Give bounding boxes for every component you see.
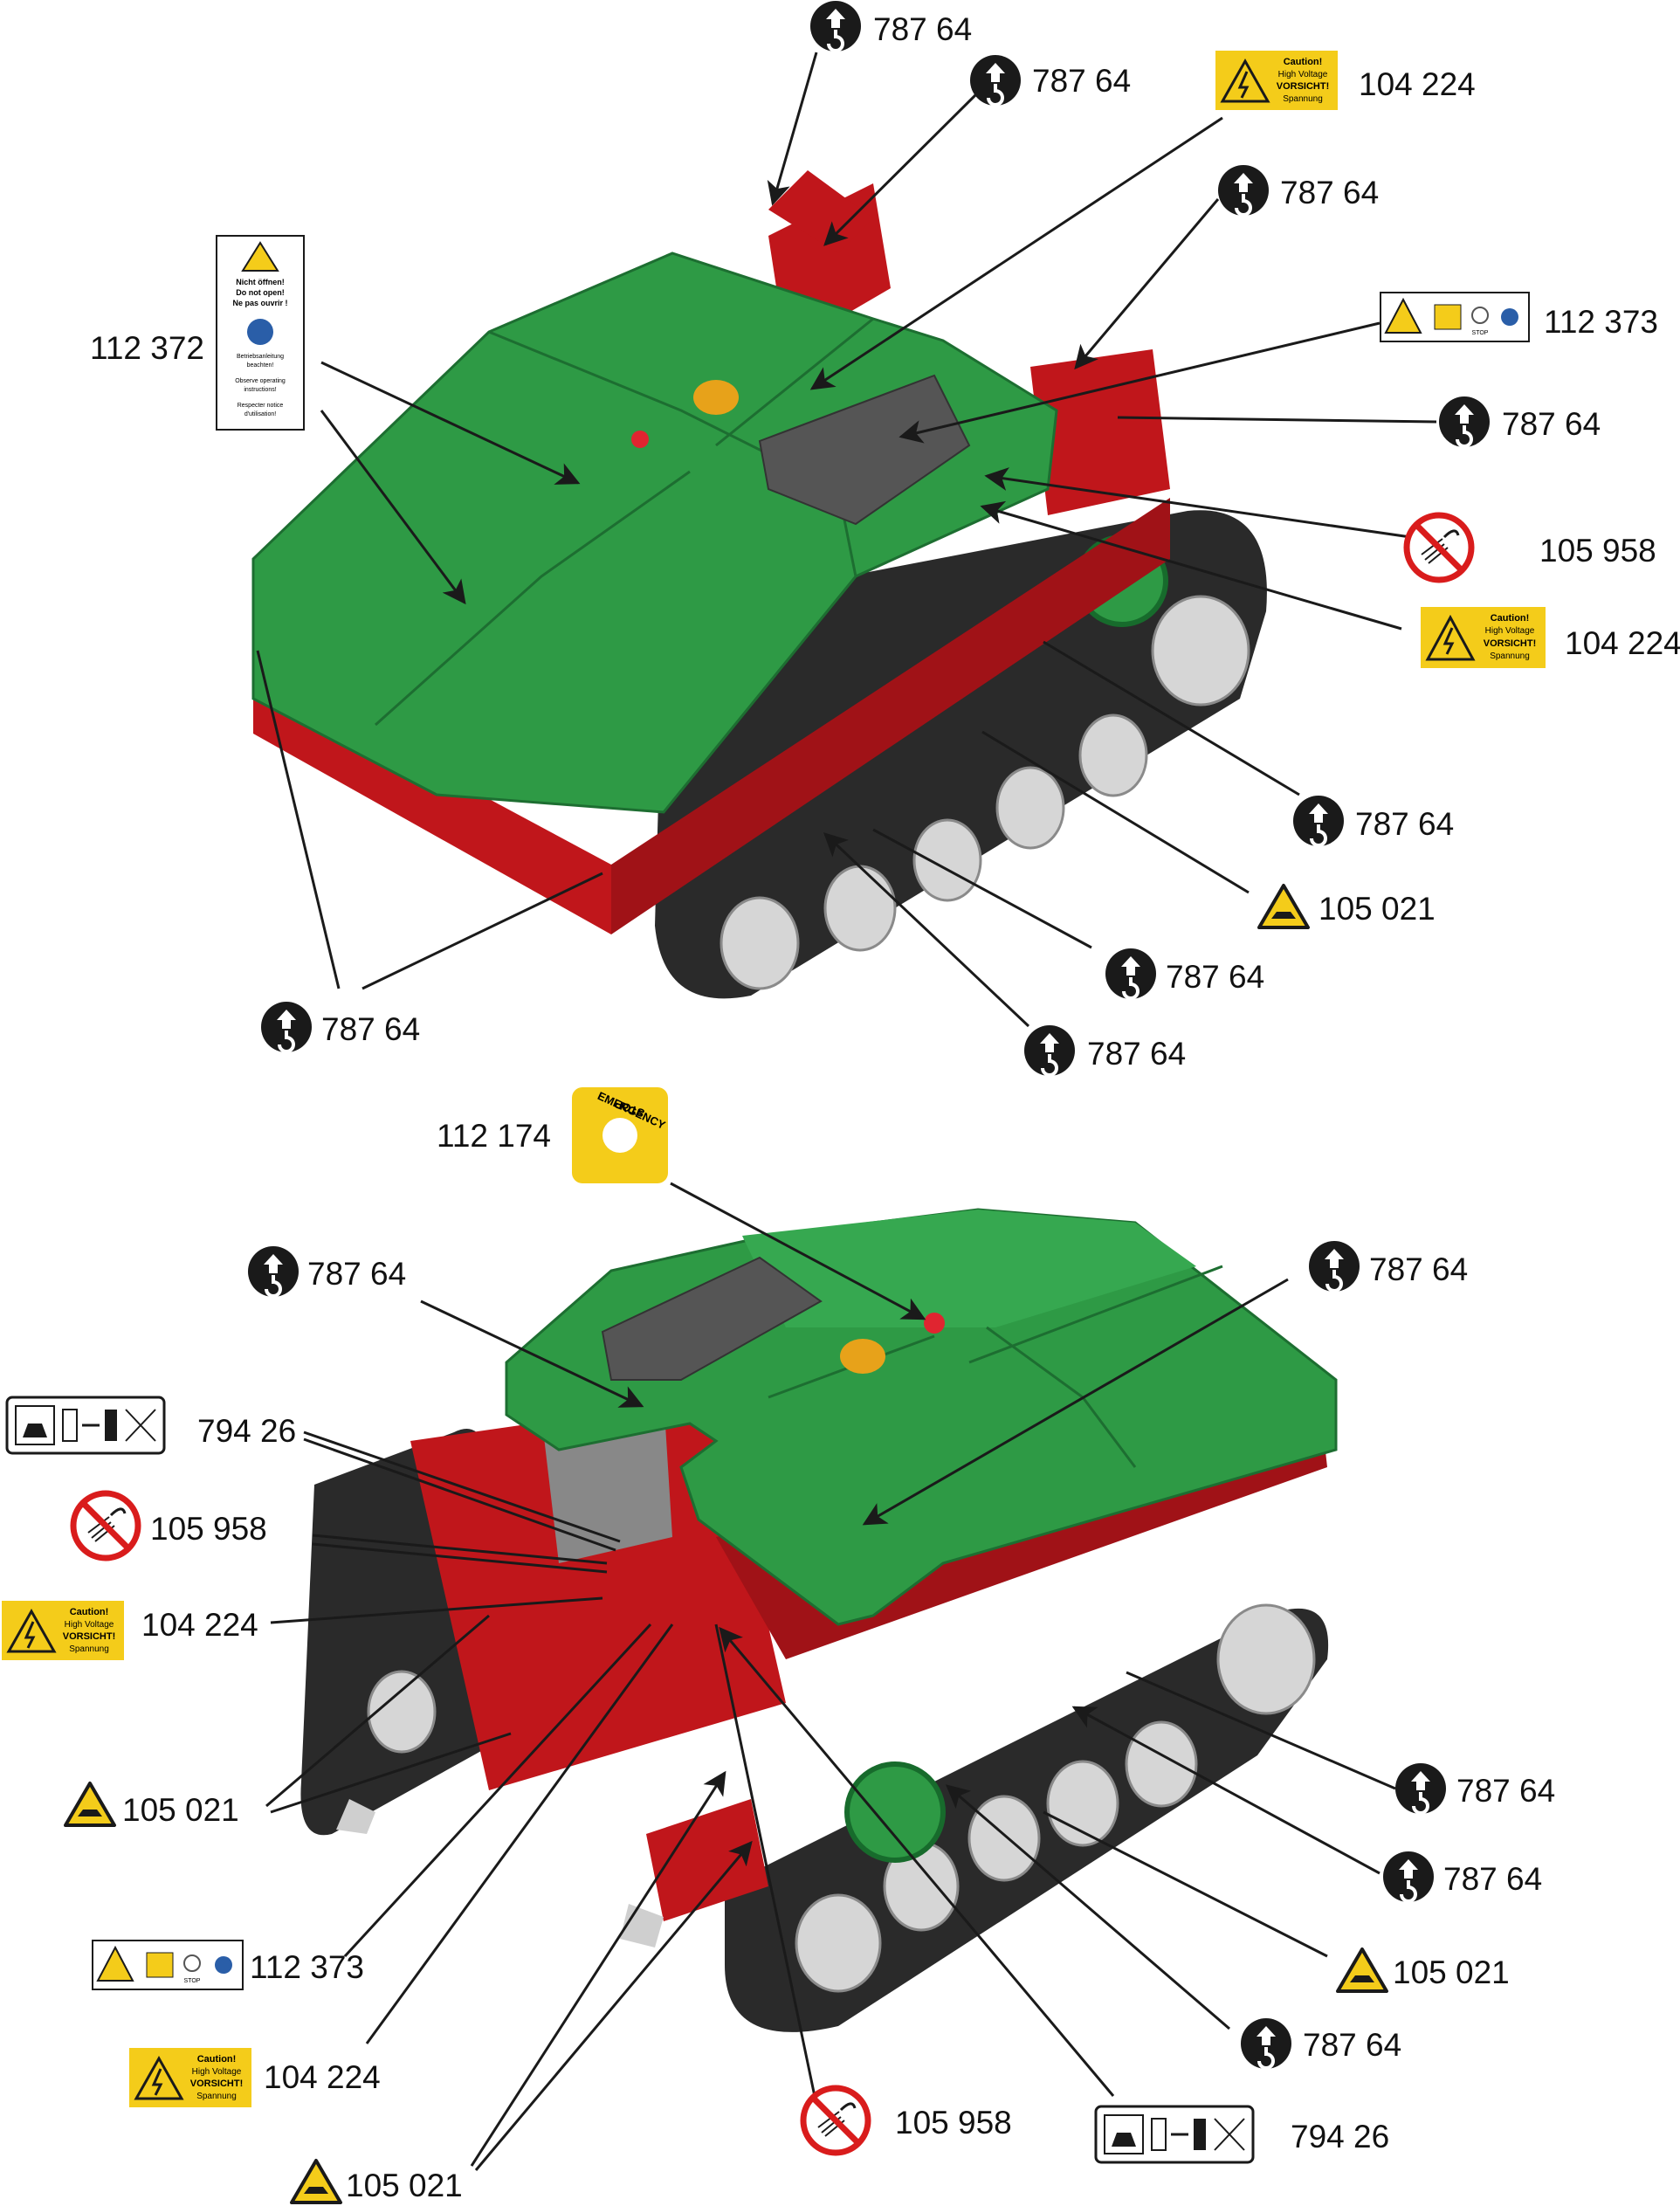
svg-text:STOP: STOP xyxy=(184,1978,201,1984)
svg-text:VORSICHT!: VORSICHT! xyxy=(1484,638,1537,649)
svg-text:VORSICHT!: VORSICHT! xyxy=(63,1631,116,1642)
hook-icon xyxy=(968,53,1022,107)
part-number-label: 104 224 xyxy=(1359,66,1476,102)
part-number-label: 787 64 xyxy=(1166,959,1265,995)
part-number-label: 105 021 xyxy=(1319,891,1436,927)
hook-icon xyxy=(259,1000,313,1054)
keep-distance-sticker xyxy=(1094,2105,1255,2164)
svg-text:Spannung: Spannung xyxy=(69,1644,109,1654)
no-water-jet-icon xyxy=(73,1493,138,1558)
part-number-label: 112 373 xyxy=(250,1949,364,1985)
bottom-machine-illustration xyxy=(300,1208,1338,2032)
part-number-label: 787 64 xyxy=(1355,806,1455,842)
hook-icon xyxy=(1216,163,1270,217)
no-water-jet-icon xyxy=(803,2088,868,2153)
svg-text:instructions!: instructions! xyxy=(244,387,276,393)
hook-icon xyxy=(1437,395,1491,449)
keep-distance-sticker xyxy=(5,1396,166,1455)
hand-crush-warning-icon xyxy=(1336,1947,1388,1993)
top-machine-illustration xyxy=(251,170,1267,999)
svg-text:d'utilisation!: d'utilisation! xyxy=(244,411,276,417)
svg-text:Spannung: Spannung xyxy=(1490,651,1530,661)
hook-icon xyxy=(1394,1761,1448,1816)
hook-icon xyxy=(809,0,863,53)
part-number-label: 104 224 xyxy=(264,2059,381,2095)
part-number-label: 787 64 xyxy=(1456,1773,1556,1809)
high-voltage-sticker: Caution! High Voltage VORSICHT! Spannung xyxy=(2,1601,124,1660)
part-number-label: 787 64 xyxy=(321,1011,421,1047)
part-number-label: 794 26 xyxy=(197,1413,297,1449)
warning-strip-sticker: STOP xyxy=(1380,292,1530,342)
svg-text:Caution!: Caution! xyxy=(70,1607,109,1617)
hook-icon xyxy=(1291,794,1346,848)
svg-text:beachten!: beachten! xyxy=(247,362,274,369)
svg-text:Respecter notice: Respecter notice xyxy=(238,403,284,409)
svg-text:Observe operating: Observe operating xyxy=(235,378,286,384)
part-number-label: 112 174 xyxy=(437,1118,551,1154)
part-number-label: 787 64 xyxy=(1303,2027,1402,2063)
part-number-label: 787 64 xyxy=(1087,1036,1187,1072)
part-number-label: 787 64 xyxy=(1443,1861,1543,1897)
hand-crush-warning-icon xyxy=(1257,884,1310,929)
hand-crush-warning-icon xyxy=(64,1782,116,1827)
svg-text:VORSICHT!: VORSICHT! xyxy=(190,2078,244,2089)
high-voltage-sticker: Caution! High Voltage VORSICHT! Spannung xyxy=(129,2048,251,2107)
svg-text:Spannung: Spannung xyxy=(196,2092,237,2101)
part-number-label: 105 021 xyxy=(1393,1954,1510,1990)
high-voltage-sticker: Caution! High Voltage VORSICHT! Spannung xyxy=(1215,51,1338,110)
part-number-label: 105 021 xyxy=(346,2168,463,2203)
high-voltage-sticker: Caution! High Voltage VORSICHT! Spannung xyxy=(1421,607,1546,668)
hook-icon xyxy=(1022,1024,1077,1078)
no-water-jet-icon xyxy=(1407,515,1471,580)
hook-icon xyxy=(1104,947,1158,1001)
hook-icon xyxy=(1307,1239,1361,1293)
part-number-label: 787 64 xyxy=(873,11,973,47)
part-number-label: 105 958 xyxy=(895,2105,1012,2141)
svg-text:High Voltage: High Voltage xyxy=(192,2067,242,2077)
emergency-stop-sticker: EMERGENCY STOP xyxy=(572,1087,668,1183)
top-label-callouts: Caution! High Voltage VORSICHT! Spannung… xyxy=(216,0,1546,1078)
part-number-label: 787 64 xyxy=(1280,175,1380,210)
svg-text:Caution!: Caution! xyxy=(1284,57,1323,67)
svg-text:High Voltage: High Voltage xyxy=(1485,626,1535,636)
part-number-label: 104 224 xyxy=(1565,625,1680,661)
svg-text:VORSICHT!: VORSICHT! xyxy=(1277,81,1330,92)
instruction-sticker: Nicht öffnen! Do not open! Ne pas ouvrir… xyxy=(216,235,305,431)
hand-crush-warning-icon xyxy=(290,2159,342,2204)
svg-text:Caution!: Caution! xyxy=(1491,613,1530,624)
hook-icon xyxy=(246,1244,300,1299)
part-number-label: 112 372 xyxy=(90,330,204,366)
part-number-label: 794 26 xyxy=(1291,2119,1390,2154)
svg-text:High Voltage: High Voltage xyxy=(1278,70,1328,79)
part-number-label: 105 958 xyxy=(1539,533,1656,569)
part-number-label: 105 958 xyxy=(150,1511,267,1547)
svg-text:Nicht öffnen!: Nicht öffnen! xyxy=(236,278,285,286)
part-number-label: 104 224 xyxy=(141,1607,258,1643)
bottom-label-callouts: EMERGENCY STOP xyxy=(2,1087,1448,2204)
svg-text:Betriebsanleitung: Betriebsanleitung xyxy=(237,354,284,360)
hook-icon xyxy=(1239,2016,1293,2071)
svg-text:Do not open!: Do not open! xyxy=(236,288,285,297)
part-number-label: 105 021 xyxy=(122,1792,239,1828)
part-number-label: 787 64 xyxy=(1502,406,1601,442)
svg-text:High Voltage: High Voltage xyxy=(65,1620,114,1630)
hook-icon xyxy=(1381,1850,1436,1904)
svg-text:Spannung: Spannung xyxy=(1283,94,1323,104)
svg-text:Caution!: Caution! xyxy=(197,2054,237,2065)
part-number-label: 787 64 xyxy=(1032,63,1132,99)
part-number-label: 787 64 xyxy=(1369,1251,1469,1287)
svg-text:STOP: STOP xyxy=(1472,330,1489,336)
part-number-label: 787 64 xyxy=(307,1256,407,1292)
svg-text:Ne pas ouvrir !: Ne pas ouvrir ! xyxy=(232,299,287,307)
warning-strip-sticker: STOP xyxy=(92,1940,244,1990)
part-number-label: 112 373 xyxy=(1544,304,1658,340)
